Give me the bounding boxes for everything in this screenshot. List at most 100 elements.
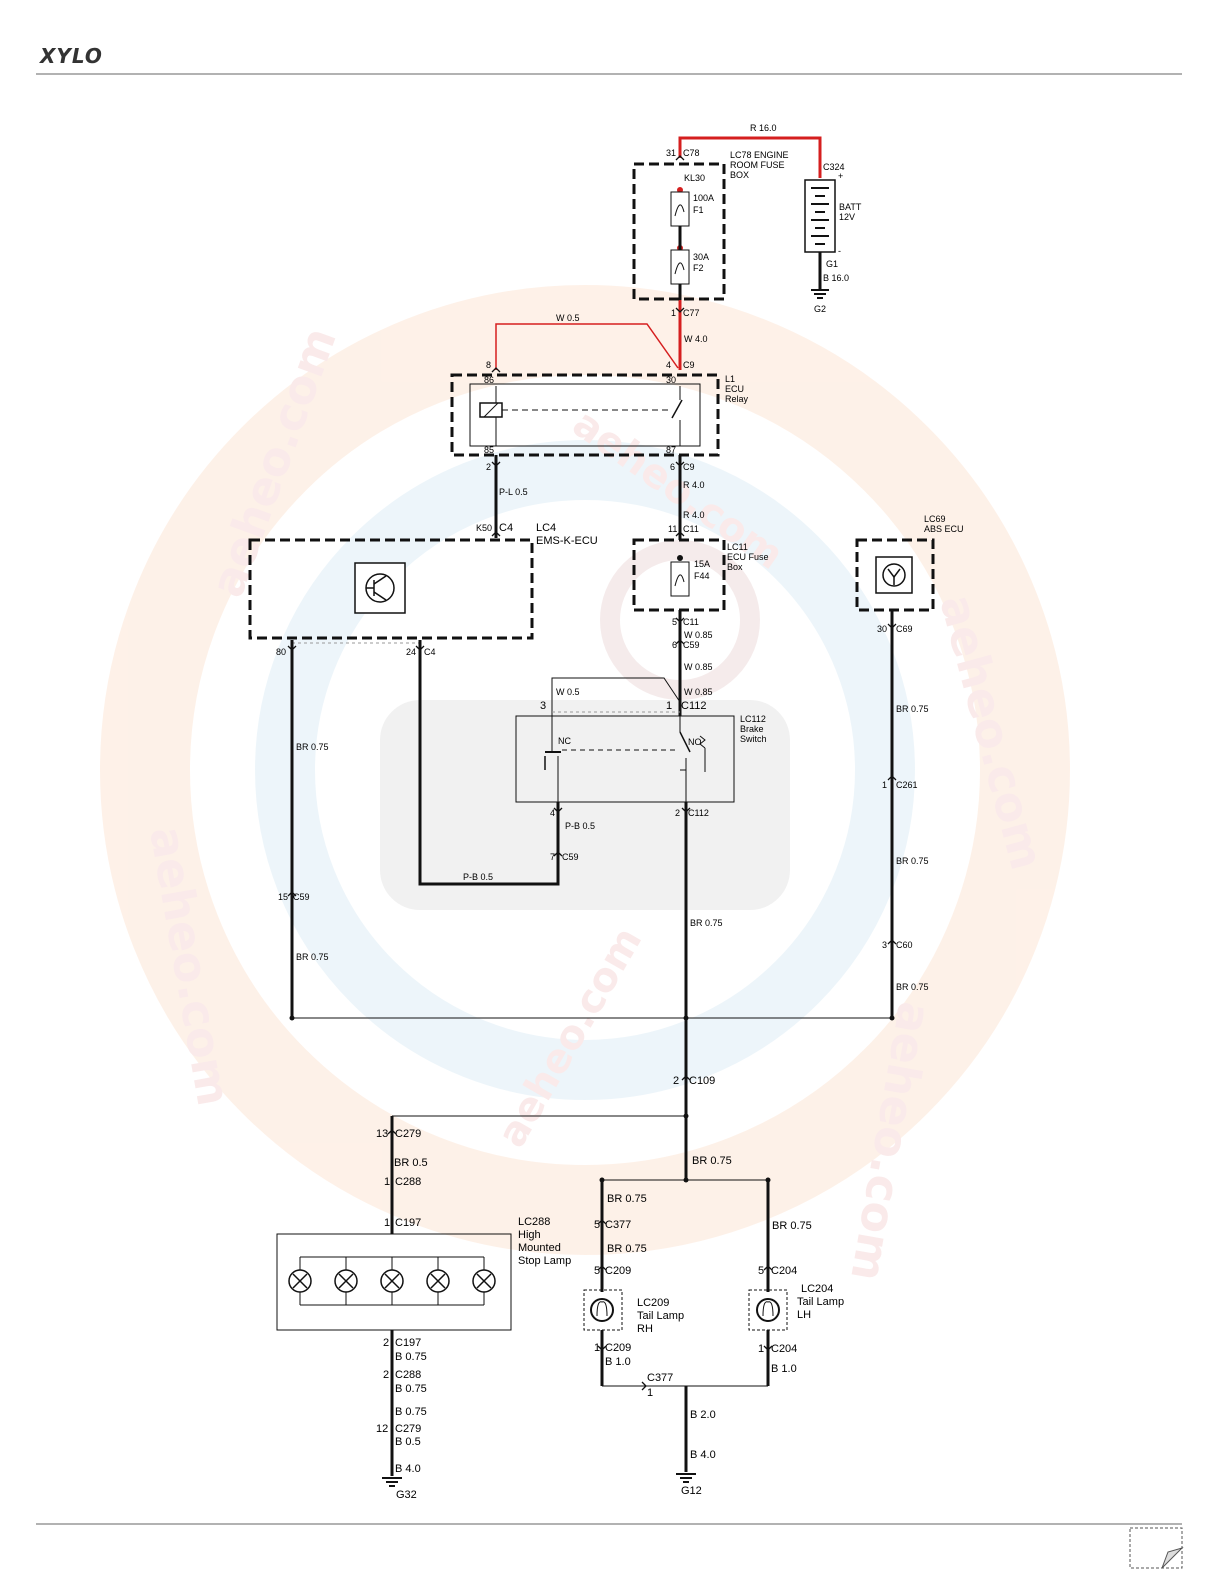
label-pb05: P-B 0.5 <box>463 872 493 882</box>
pin-1: 1 <box>384 1176 390 1188</box>
connector-c112: C112 <box>681 700 706 712</box>
label-br075: BR 0.75 <box>896 856 929 866</box>
wire-w05-top <box>495 323 679 370</box>
lc11-title: LC11 <box>727 542 748 552</box>
pin-1: 1 <box>666 700 672 712</box>
connector-c59: C59 <box>293 892 310 902</box>
connector-c59: C59 <box>683 640 700 650</box>
label-w05: W 0.5 <box>556 313 580 323</box>
lc4-title: EMS-K-ECU <box>536 535 598 547</box>
lc204-title: LH <box>797 1309 811 1321</box>
pin-1: 1 <box>384 1217 390 1229</box>
l1-title: Relay <box>725 394 749 404</box>
lc288-title: LC288 <box>518 1216 550 1228</box>
label-b075: B 0.75 <box>395 1406 427 1418</box>
wire-pb05 <box>418 640 560 886</box>
label-pb05: P-B 0.5 <box>565 821 595 831</box>
nc-switch-icon <box>544 716 561 802</box>
pin-2: 2 <box>383 1369 389 1381</box>
watermark-inner-ring <box>255 440 915 1100</box>
lc112-title: Switch <box>740 734 767 744</box>
label-b10: B 1.0 <box>771 1363 797 1375</box>
pin-5: 5 <box>758 1265 764 1277</box>
label-br075: BR 0.75 <box>607 1243 647 1255</box>
pin-86: 86 <box>484 375 494 385</box>
ground-g32: G32 <box>396 1489 417 1501</box>
pin-87: 87 <box>666 445 676 455</box>
label-r40: R 4.0 <box>683 510 705 520</box>
lc288-title: Stop Lamp <box>518 1255 571 1267</box>
lc204-title: Tail Lamp <box>797 1296 844 1308</box>
connector-c209: C209 <box>605 1265 631 1277</box>
label-b160: B 16.0 <box>823 273 849 283</box>
label-b40: B 4.0 <box>690 1449 716 1461</box>
lc11-title: ECU Fuse <box>727 552 769 562</box>
fuse-f2-amp: 30A <box>693 252 709 262</box>
label-b10: B 1.0 <box>605 1356 631 1368</box>
connector-c209: C209 <box>605 1342 631 1354</box>
tail-bulb-icon <box>756 1298 780 1322</box>
label-br075: BR 0.75 <box>607 1193 647 1205</box>
wire-w05-mid <box>551 677 681 716</box>
connector-c279: C279 <box>395 1423 421 1435</box>
battery-icon <box>804 179 836 253</box>
connector-c197: C197 <box>395 1217 421 1229</box>
label-pl05: P-L 0.5 <box>499 487 528 497</box>
bulb-icon <box>288 1269 312 1293</box>
bulb-icon <box>472 1269 496 1293</box>
relay-contact-icon <box>671 386 683 446</box>
l1-title: L1 <box>725 374 735 384</box>
no-switch-icon <box>679 716 706 802</box>
batt-plus: + <box>838 171 843 181</box>
ground-icon <box>382 1477 402 1487</box>
label-nc: NC <box>558 736 571 746</box>
watermark-ring <box>100 285 1070 1255</box>
connector-c288: C288 <box>395 1369 421 1381</box>
fuse-f44: F44 <box>694 571 710 581</box>
label-kl30: KL30 <box>684 173 705 183</box>
pin-1: 1 <box>882 780 887 790</box>
pin-31: 31 <box>666 148 676 158</box>
ground-g1: G1 <box>826 259 838 269</box>
pin-1: 1 <box>671 308 676 318</box>
label-w40: W 4.0 <box>684 334 708 344</box>
connector-c112: C112 <box>688 808 709 818</box>
label-r40: R 4.0 <box>683 480 705 490</box>
ground-g12: G12 <box>681 1485 702 1497</box>
lc4-ems-ecu <box>248 538 534 640</box>
pin-80: 80 <box>276 647 286 657</box>
splice-dot <box>289 1015 295 1021</box>
pin-12: 12 <box>376 1423 388 1435</box>
fuse-f2: F2 <box>693 263 704 273</box>
wire-r16 <box>678 136 822 178</box>
pin-8: 8 <box>486 360 491 370</box>
splice-dot <box>683 1177 689 1183</box>
label-no: NO <box>688 737 702 747</box>
connector-c204: C204 <box>771 1343 797 1355</box>
tail-bulb-icon <box>590 1298 614 1322</box>
pin-5: 5 <box>594 1219 600 1231</box>
label-br05: BR 0.5 <box>394 1157 428 1169</box>
lc288-title: High <box>518 1229 541 1241</box>
page-curl-icon <box>1129 1527 1184 1569</box>
relay-body <box>469 383 701 447</box>
lc112-title: Brake <box>740 724 764 734</box>
l1-title: ECU <box>725 384 744 394</box>
l1-ecu-relay <box>450 373 720 457</box>
pin-30: 30 <box>877 624 887 634</box>
label-w085: W 0.85 <box>684 630 713 640</box>
label-b05: B 0.5 <box>395 1436 421 1448</box>
label-br075: BR 0.75 <box>896 704 929 714</box>
connector-c9: C9 <box>683 360 695 370</box>
fuse-f1-amp: 100A <box>693 193 714 203</box>
ground-g2: G2 <box>814 304 826 314</box>
label-w05: W 0.5 <box>556 687 580 697</box>
connector-c78: C78 <box>683 148 700 158</box>
lc69-title: LC69 <box>924 514 946 524</box>
pin-1: 1 <box>594 1342 600 1354</box>
label-b40: B 4.0 <box>395 1463 421 1475</box>
connector-c9: C9 <box>683 462 695 472</box>
lc11-title: Box <box>727 562 743 572</box>
connector-c11: C11 <box>683 524 699 534</box>
